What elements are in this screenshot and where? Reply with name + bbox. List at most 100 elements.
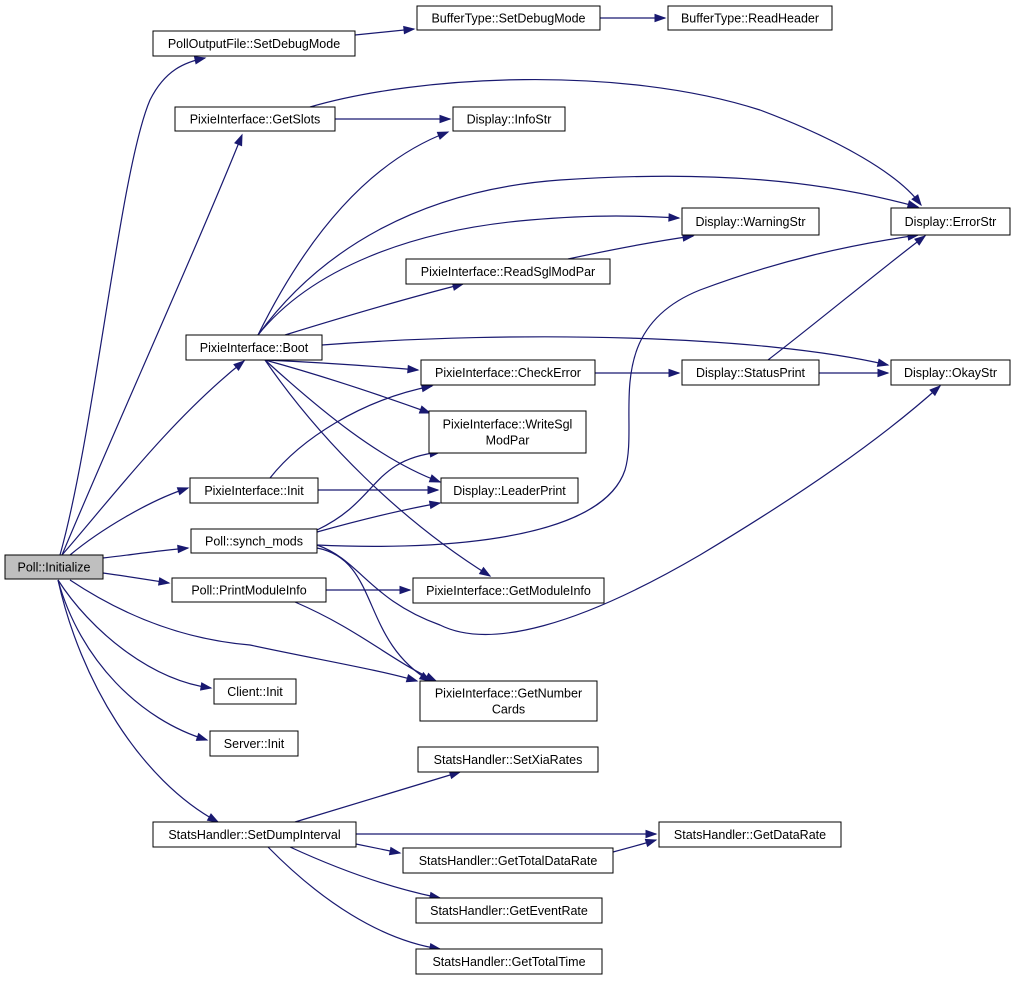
node-box [440,477,579,504]
node-statshandler-setxiarates[interactable]: StatsHandler::SetXiaRates [417,746,599,773]
node-pixieinterface-getslots[interactable]: PixieInterface::GetSlots [174,106,336,132]
edge-line [59,57,206,556]
node-label: Server::Init [224,737,285,751]
edge-statshandler_setdumpinterval-to-statshandler_setxiarates [294,770,462,823]
node-statshandler-getdatarate[interactable]: StatsHandler::GetDataRate [658,821,842,848]
node-poll-synch-mods[interactable]: Poll::synch_mods [190,528,318,554]
node-box [209,730,299,757]
edge-line [257,131,449,336]
node-pixieinterface-init[interactable]: PixieInterface::Init [189,477,319,504]
edge-pixieinterface_init-to-display_leaderprint [318,485,440,495]
node-poll-initialize[interactable]: Poll::Initialize [4,554,104,580]
node-box [890,207,1011,236]
node-label: PixieInterface::CheckError [435,366,581,380]
node-box [681,359,820,386]
edge-line [294,771,461,823]
node-display-errorstr[interactable]: Display::ErrorStr [890,207,1011,236]
node-label: Display::LeaderPrint [453,484,566,498]
node-pixieinterface-readsglmodpar[interactable]: PixieInterface::ReadSglModPar [405,258,611,285]
node-box [189,477,319,504]
edge-line [316,234,919,547]
edge-poll_initialize-to-pixieinterface_init [69,487,190,556]
node-display-leaderprint[interactable]: Display::LeaderPrint [440,477,579,504]
node-display-warningstr[interactable]: Display::WarningStr [681,207,820,236]
node-statshandler-gettotaltime[interactable]: StatsHandler::GetTotalTime [415,948,603,975]
node-statshandler-gettotaldatarate[interactable]: StatsHandler::GetTotalDataRate [402,847,614,874]
node-box [152,30,356,57]
node-label: PixieInterface::Boot [200,341,309,355]
edge-line [57,579,208,741]
edge-poll_initialize-to-pixieinterface_boot [61,360,246,556]
arrowhead-icon [877,368,890,378]
node-label: Display::WarningStr [696,215,806,229]
arrowhead-icon [428,474,442,483]
edge-pixieinterface_boot-to-display_warningstr [257,213,681,336]
node-box [213,678,297,705]
node-label: BufferType::SetDebugMode [431,12,585,26]
node-pixieinterface-checkerror[interactable]: PixieInterface::CheckError [420,359,596,386]
edge-pixieinterface_getslots-to-display_infostr [334,114,452,124]
node-display-infostr[interactable]: Display::InfoStr [452,106,566,132]
node-label: PollOutputFile::SetDebugMode [168,37,340,51]
node-client-init[interactable]: Client::Init [213,678,297,705]
node-polloutputfile-setdebugmode[interactable]: PollOutputFile::SetDebugMode [152,30,356,57]
node-box [416,5,601,31]
arrowhead-icon [428,500,442,510]
edge-poll_initialize-to-statshandler_setdumpinterval [57,579,220,823]
arrowhead-icon [157,577,171,586]
edge-pixieinterface_getslots-to-display_errorstr [309,79,922,207]
edge-line [316,502,441,533]
edge-line [294,601,437,682]
node-label: StatsHandler::GetEventRate [430,904,588,918]
arrowhead-icon [906,200,920,209]
edge-poll_initialize-to-server_init [57,579,209,741]
edge-line [316,547,431,682]
arrowhead-icon [176,487,190,496]
node-label: Display::ErrorStr [905,215,997,229]
edge-line [264,359,419,371]
node-statshandler-geteventrate[interactable]: StatsHandler::GetEventRate [415,897,603,924]
node-buffertype-readheader[interactable]: BufferType::ReadHeader [667,5,833,31]
node-box [171,577,327,603]
node-server-init[interactable]: Server::Init [209,730,299,757]
node-box [412,577,605,604]
arrowhead-icon [418,405,432,414]
edge-poll_initialize-to-client_init [57,579,213,691]
node-box [420,359,596,386]
arrowhead-icon [403,25,416,35]
edge-buffertype_setdebugmode-to-buffertype_readheader [600,13,667,23]
node-box [402,847,614,874]
arrowhead-icon [644,838,658,848]
node-pixieinterface-boot[interactable]: PixieInterface::Boot [185,334,323,361]
node-label: Poll::synch_mods [205,535,303,549]
node-box [419,680,598,722]
arrowhead-icon [233,360,246,371]
edge-pixieinterface_boot-to-pixieinterface_getmoduleinfo [264,359,492,577]
arrowhead-icon [876,358,890,367]
edge-line [267,846,441,950]
edge-line [57,579,219,823]
call-edges [57,13,942,952]
node-pixieinterface-getmoduleinfo[interactable]: PixieInterface::GetModuleInfo [412,577,605,604]
node-display-okaystr[interactable]: Display::OkayStr [890,359,1011,386]
edge-display_statusprint-to-display_errorstr [767,235,927,361]
edge-line [284,283,464,336]
arrowhead-icon [668,213,681,222]
node-statshandler-setdumpinterval[interactable]: StatsHandler::SetDumpInterval [152,821,357,848]
edge-line [269,385,433,479]
edge-poll_initialize-to-polloutputfile_setdebugmode [59,56,207,556]
node-display-statusprint[interactable]: Display::StatusPrint [681,359,820,386]
edge-poll_synch_mods-to-pixieinterface_getnumbercards [316,547,432,682]
edge-pixieinterface_boot-to-pixieinterface_checkerror [264,359,420,374]
node-poll-printmoduleinfo[interactable]: Poll::PrintModuleInfo [171,577,327,603]
node-box [890,359,1011,386]
edge-poll_initialize-to-pixieinterface_getnumbercards [69,579,419,683]
call-nodes: Poll::Initialize PollOutputFile::SetDebug… [4,5,1011,975]
node-box [405,258,611,285]
node-box [152,821,357,848]
node-box [415,948,603,975]
edge-pixieinterface_boot-to-pixieinterface_writesglmodpar [264,359,432,414]
node-buffertype-setdebugmode[interactable]: BufferType::SetDebugMode [416,5,601,31]
